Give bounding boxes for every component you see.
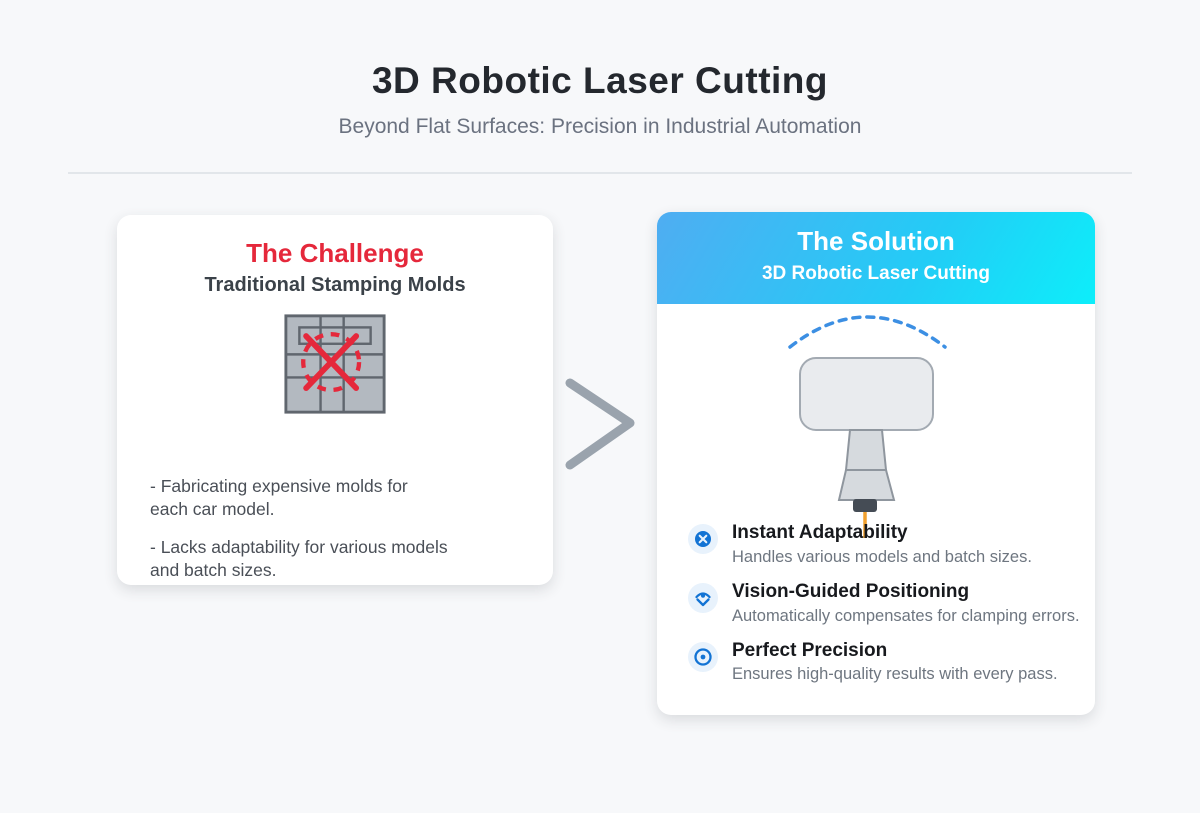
solution-feature-list: Instant Adaptability Handles various mod… — [688, 521, 1080, 697]
chevron-right-arrow-icon — [565, 378, 635, 470]
solution-subtitle: 3D Robotic Laser Cutting — [761, 263, 990, 284]
solution-card: The Solution 3D Robotic Laser Cutting — [657, 212, 1095, 715]
challenge-bullet: - Fabricating expensive molds for each c… — [150, 476, 408, 520]
challenge-title: The Challenge — [246, 238, 424, 268]
header-divider — [68, 172, 1132, 174]
solution-title: The Solution — [797, 226, 955, 256]
page-subtitle: Beyond Flat Surfaces: Precision in Indus… — [338, 115, 862, 138]
feature-title: Vision-Guided Positioning — [732, 580, 970, 602]
feature-text: Vision-Guided Positioning Automatically … — [732, 580, 1080, 626]
feature-row: Perfect Precision Ensures high-quality r… — [688, 639, 1080, 685]
challenge-subtitle: Traditional Stamping Molds — [204, 274, 466, 296]
robotic-laser-head-illustration — [788, 315, 947, 538]
circled-x-icon — [688, 524, 718, 554]
challenge-bullet-list: - Fabricating expensive molds for each c… — [150, 475, 496, 596]
feature-row: Instant Adaptability Handles various mod… — [688, 521, 1080, 567]
challenge-card: The Challenge Traditional Stamping Molds… — [117, 215, 553, 585]
rotation-arc-icon — [788, 315, 947, 349]
feature-description: Handles various models and batch sizes. — [732, 547, 1032, 566]
feature-text: Instant Adaptability Handles various mod… — [732, 521, 1032, 567]
feature-title: Perfect Precision — [732, 639, 888, 661]
target-icon — [688, 641, 718, 672]
feature-description: Ensures high-quality results with every … — [732, 665, 1058, 684]
challenge-bullet: - Lacks adaptability for various models … — [150, 536, 448, 580]
vision-scan-icon — [688, 582, 718, 613]
feature-title: Instant Adaptability — [732, 522, 908, 543]
feature-row: Vision-Guided Positioning Automatically … — [688, 580, 1080, 626]
page-title: 3D Robotic Laser Cutting — [371, 60, 829, 101]
stamping-mold-crossed-icon — [284, 314, 386, 414]
feature-description: Automatically compensates for clamping e… — [732, 606, 1080, 625]
solution-header: The Solution 3D Robotic Laser Cutting — [657, 212, 1095, 304]
feature-text: Perfect Precision Ensures high-quality r… — [732, 639, 1058, 685]
